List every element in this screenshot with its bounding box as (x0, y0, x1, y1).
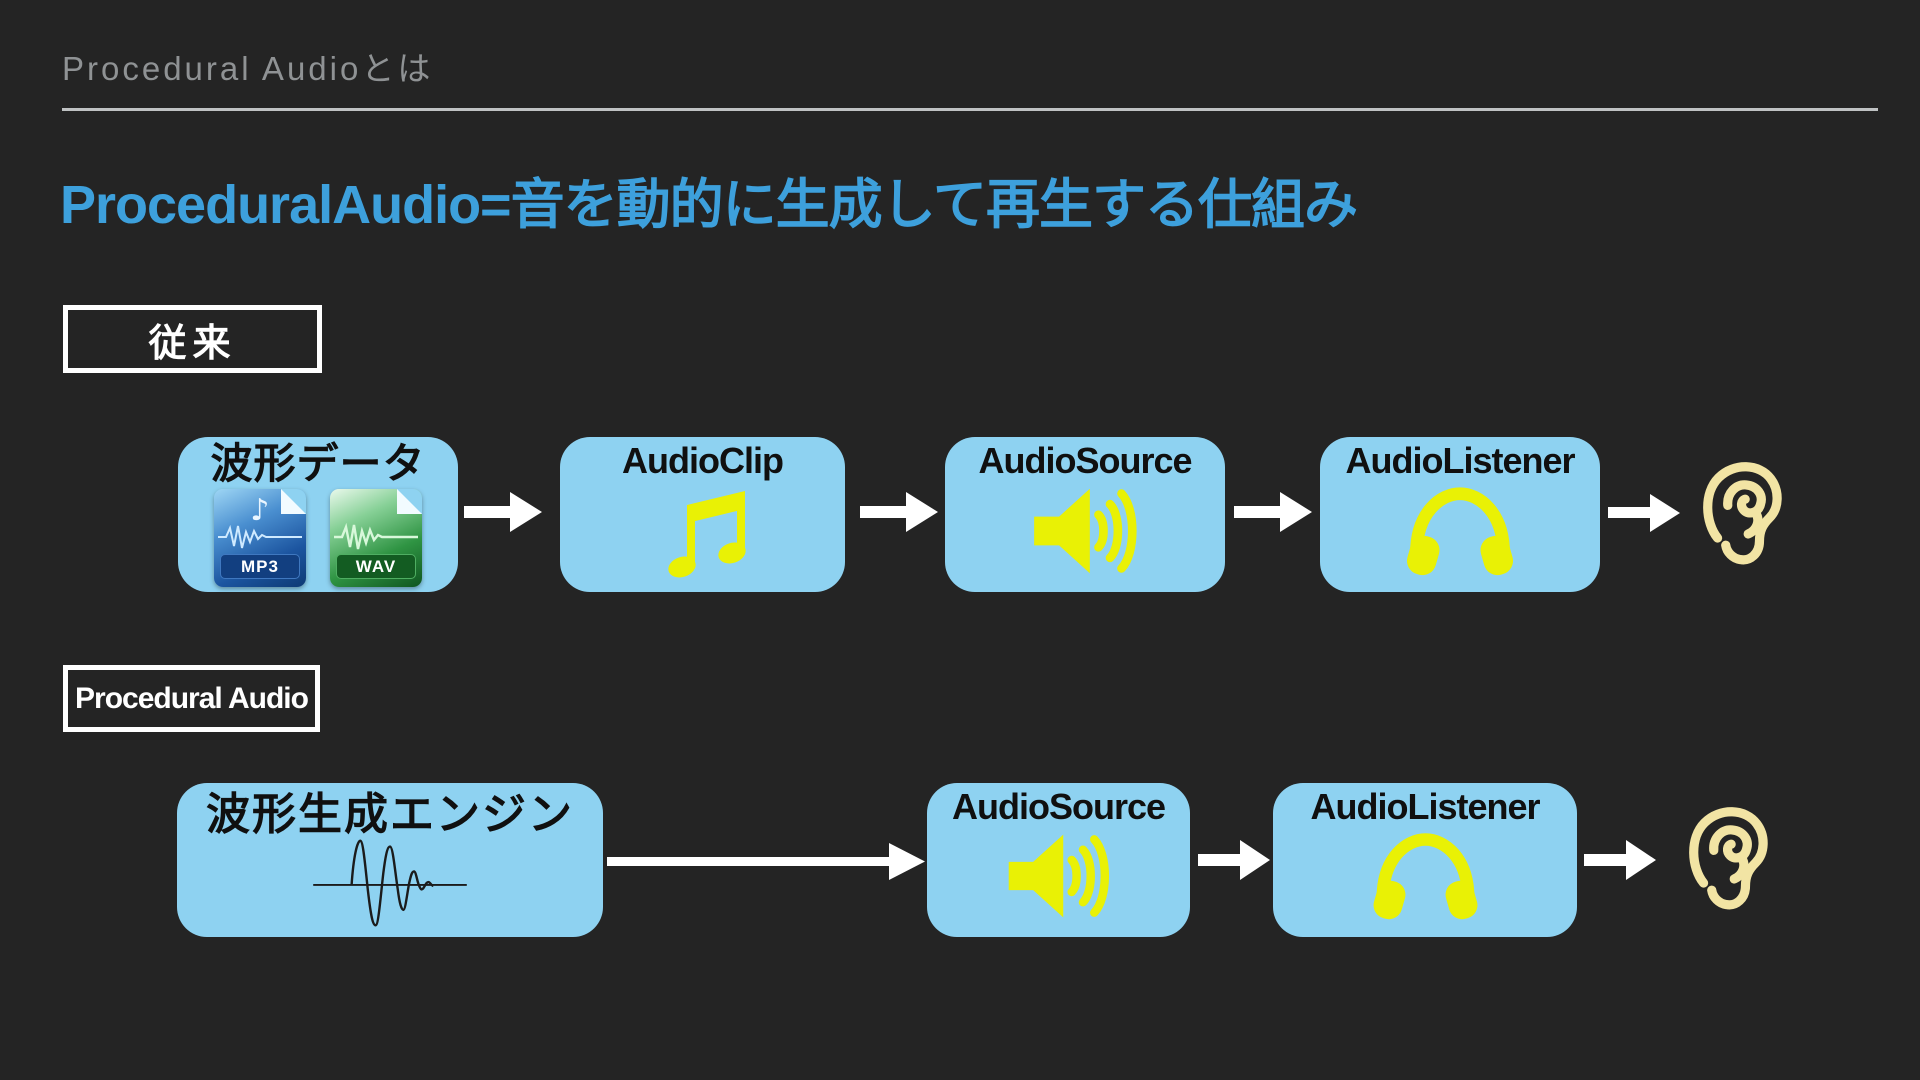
node-title: AudioListener (1345, 440, 1575, 481)
node-title: AudioSource (951, 786, 1166, 827)
wav-badge: WAV (336, 554, 416, 580)
audio-file-icons: ♪ MP3 WAV (214, 489, 422, 588)
node-audiolistener-2: AudioListener (1273, 783, 1577, 937)
waveform-squiggle (334, 523, 418, 550)
flow-arrow-icon (1608, 494, 1680, 532)
mp3-badge: MP3 (220, 554, 300, 580)
node-waveform-data: 波形データ ♪ MP3 WAV (178, 437, 458, 592)
music-note-glyph: ♪ (250, 493, 270, 529)
mp3-file-icon: ♪ MP3 (214, 489, 306, 588)
slide-header: Procedural Audioとは (62, 50, 434, 87)
node-title: AudioListener (1310, 786, 1540, 827)
flow-arrow-icon (464, 492, 542, 532)
ear-icon (1703, 462, 1782, 565)
node-audioclip: AudioClip (560, 437, 845, 592)
node-title: AudioClip (622, 440, 784, 481)
node-waveform-engine: 波形生成エンジン (177, 783, 603, 937)
flow-arrow-icon (1234, 492, 1312, 532)
wav-file-icon: WAV (330, 489, 422, 588)
node-title: 波形データ (210, 440, 426, 487)
node-title: 波形生成エンジン (206, 790, 574, 839)
headphones-icon (1373, 832, 1477, 919)
flow-arrow-long-icon (607, 843, 925, 880)
node-audiolistener: AudioListener (1320, 437, 1600, 592)
flow-arrow-icon (1198, 840, 1270, 880)
flow-arrow-icon (1584, 840, 1656, 880)
waveform-icon (313, 839, 467, 927)
waveform-squiggle (218, 525, 302, 549)
ear-icon (1689, 807, 1768, 910)
flow-arrow-icon (860, 492, 938, 532)
music-note-icon (667, 490, 746, 578)
page-fold (397, 489, 422, 515)
node-title: AudioSource (978, 440, 1192, 481)
page-fold (281, 489, 306, 515)
node-audiosource-2: AudioSource (927, 783, 1190, 937)
row-label-procedural: Procedural Audio (63, 665, 320, 732)
node-audiosource: AudioSource (945, 437, 1225, 592)
headphones-icon (1406, 486, 1514, 575)
speaker-icon (1033, 488, 1137, 573)
slide-title: ProceduralAudio=音を動的に生成して再生する仕組み (60, 175, 1358, 235)
header-divider (62, 108, 1878, 111)
speaker-icon (1008, 834, 1109, 917)
row-label-conventional: 従来 (63, 305, 322, 373)
